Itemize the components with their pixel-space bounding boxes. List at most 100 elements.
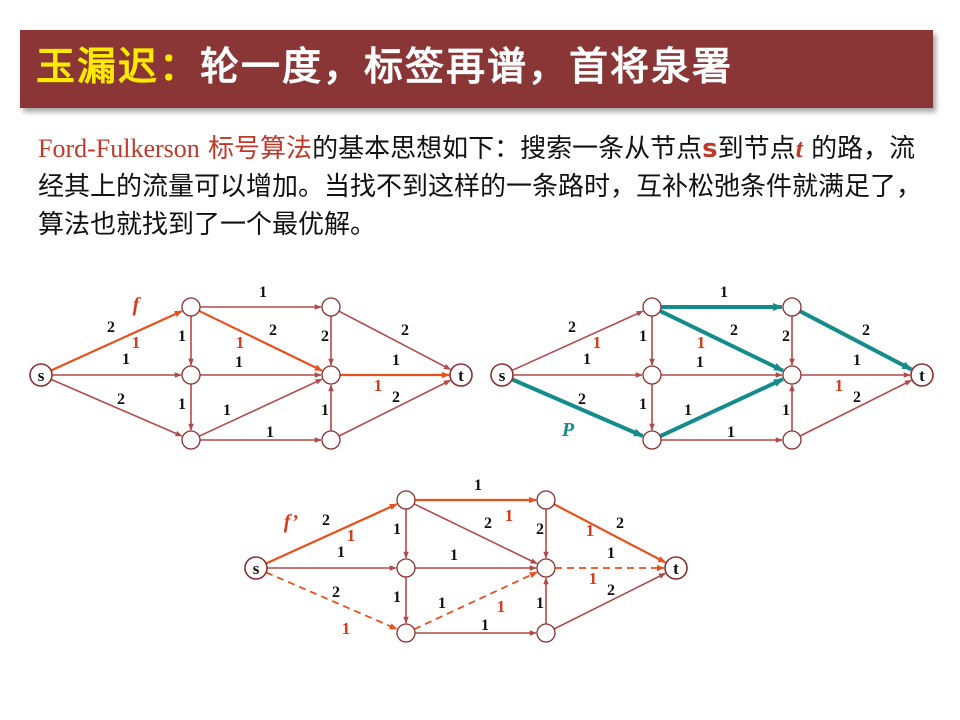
slide-title: 玉漏迟：轮一度，标签再谱，首将泉署 <box>36 44 733 92</box>
edge-d-t <box>553 503 667 564</box>
node-a <box>642 297 662 317</box>
sink-node-ref: t <box>795 134 803 163</box>
flow-value-label: 1 <box>497 597 506 616</box>
flow-value-label: 1 <box>342 619 351 638</box>
edge-s-c <box>511 377 644 438</box>
capacity-label: 2 <box>269 322 277 339</box>
capacity-label: 2 <box>332 584 340 601</box>
node-f <box>321 430 341 450</box>
node-f <box>782 430 802 450</box>
intro-text-1: 的基本思想如下：搜索一条从节点 <box>312 134 703 164</box>
capacity-label: 1 <box>583 351 591 368</box>
flow-name-label: f <box>133 294 142 316</box>
edge-a-e <box>659 309 784 373</box>
capacity-label: 1 <box>392 352 400 369</box>
sink-node <box>449 363 473 387</box>
capacity-label: 1 <box>178 328 186 345</box>
source-label: s <box>38 366 45 385</box>
flow-value-label: 1 <box>593 333 602 352</box>
source-node <box>244 556 268 580</box>
edge-s-a <box>265 503 398 565</box>
capacity-label: 1 <box>393 521 401 538</box>
edge-c-e <box>659 377 784 439</box>
title-prefix: 玉漏迟： <box>36 45 201 90</box>
source-node-ref: s <box>702 134 718 164</box>
flow-value-label: 1 <box>236 333 245 352</box>
edge-f-t <box>553 572 666 630</box>
capacity-label: 1 <box>481 617 489 634</box>
capacity-label: 2 <box>321 328 329 345</box>
flow-value-label: 1 <box>589 569 598 588</box>
capacity-label: 1 <box>223 402 231 419</box>
capacity-label: 1 <box>607 545 615 562</box>
capacity-label: 1 <box>684 402 692 419</box>
capacity-label: 2 <box>616 515 624 532</box>
source-node <box>490 363 514 387</box>
node-e <box>321 365 341 385</box>
node-f <box>536 623 556 643</box>
capacity-label: 1 <box>337 544 345 561</box>
flow-value-label: 1 <box>697 333 706 352</box>
capacity-label: 1 <box>178 396 186 413</box>
flow-name-label: f’ <box>284 511 298 533</box>
node-b <box>181 365 201 385</box>
sink-label: t <box>919 366 925 385</box>
capacity-label: 1 <box>438 595 446 612</box>
edge-c-e <box>413 571 538 631</box>
intro-paragraph: Ford-Fulkerson 标号算法的基本思想如下：搜索一条从节点s到节点t … <box>38 130 928 244</box>
flow-value-label: 1 <box>835 376 844 395</box>
capacity-label: 1 <box>259 284 267 301</box>
node-c <box>181 430 201 450</box>
node-d <box>321 297 341 317</box>
edge-f-t <box>338 379 451 437</box>
capacity-label: 1 <box>536 595 544 612</box>
node-c <box>396 623 416 643</box>
capacity-label: 1 <box>474 477 482 494</box>
intro-text-3: 的路，流经其上的流量可以增加。当找不到这样的一条路时，互补松弛条件就满足了， 算… <box>38 134 923 240</box>
capacity-label: 1 <box>696 354 704 371</box>
node-b <box>642 365 662 385</box>
sink-node <box>664 556 688 580</box>
node-d <box>536 490 556 510</box>
node-a <box>396 490 416 510</box>
intro-text-2: 到节点 <box>717 134 796 164</box>
algorithm-name: Ford-Fulkerson <box>38 134 200 163</box>
edge-d-t <box>799 309 913 372</box>
capacity-label: 2 <box>862 322 870 339</box>
capacity-label: 1 <box>266 424 274 441</box>
edge-s-c <box>50 378 183 437</box>
flow-value-label: 1 <box>132 333 141 352</box>
source-label: s <box>253 559 260 578</box>
node-e <box>536 558 556 578</box>
capacity-label: 2 <box>782 328 790 345</box>
flow-value-label: 1 <box>347 526 356 545</box>
node-d <box>782 297 802 317</box>
capacity-label: 1 <box>235 354 243 371</box>
title-bar: 玉漏迟：轮一度，标签再谱，首将泉署 <box>20 30 933 108</box>
node-c <box>642 430 662 450</box>
capacity-label: 2 <box>578 391 586 408</box>
edge-s-a <box>511 310 644 372</box>
edge-c-e <box>198 378 323 437</box>
capacity-label: 1 <box>720 284 728 301</box>
capacity-label: 2 <box>322 512 330 529</box>
capacity-label: 2 <box>568 319 576 336</box>
capacity-label: 2 <box>107 319 115 336</box>
edge-d-t <box>338 310 451 371</box>
edge-s-a <box>50 310 183 372</box>
edge-a-e <box>198 309 323 372</box>
capacity-label: 1 <box>727 424 735 441</box>
capacity-label: 1 <box>639 328 647 345</box>
capacity-label: 2 <box>853 389 861 406</box>
node-b <box>396 558 416 578</box>
node-e <box>782 365 802 385</box>
sink-label: t <box>458 366 464 385</box>
capacity-label: 2 <box>484 515 492 532</box>
capacity-label: 2 <box>536 521 544 538</box>
capacity-label: 1 <box>321 402 329 419</box>
flow-value-label: 1 <box>586 521 595 540</box>
algorithm-name-cn: 标号算法 <box>208 134 313 164</box>
